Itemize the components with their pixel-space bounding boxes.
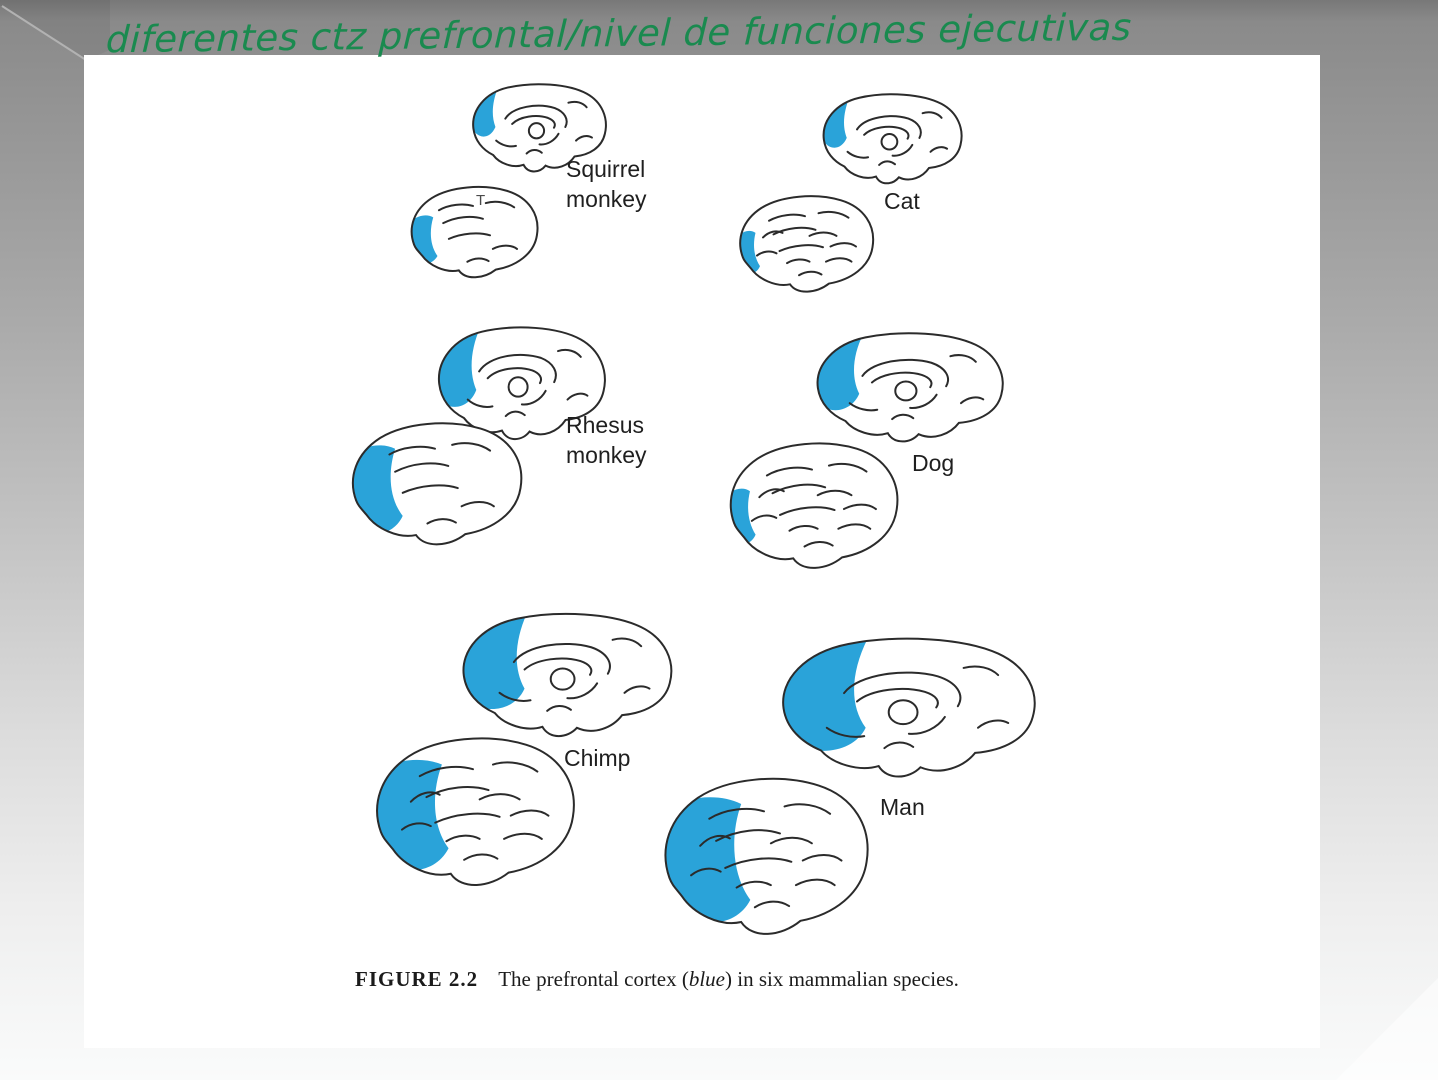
species-label-line: monkey	[566, 186, 647, 212]
species-label-rhesus-monkey: Rhesus monkey	[566, 410, 647, 470]
species-label-cat: Cat	[884, 186, 920, 216]
species-label-dog: Dog	[912, 448, 954, 478]
species-label-line: Squirrel	[566, 156, 646, 182]
brain-dog-medial	[816, 332, 1004, 443]
species-label-squirrel-monkey: Squirrel monkey	[566, 154, 647, 214]
brain-cat-lateral	[739, 195, 874, 293]
species-label-line: Rhesus	[566, 412, 644, 438]
figure-caption-body-prefix: The prefrontal cortex (	[498, 967, 689, 991]
figure-caption: FIGURE 2.2 The prefrontal cortex (blue) i…	[355, 964, 1000, 996]
brain-dog-lateral	[729, 442, 899, 569]
prefrontal-highlight	[730, 488, 756, 545]
handwritten-annotation: diferentes ctz prefrontal/nivel de funci…	[105, 5, 1133, 62]
brain-rhesus-monkey-medial	[437, 326, 606, 441]
brain-chimp-lateral	[375, 737, 576, 887]
species-label-line: Dog	[912, 450, 955, 476]
species-label-line: Man	[880, 794, 925, 820]
brain-man-lateral	[664, 777, 869, 936]
figure-caption-emphasis: blue	[688, 967, 725, 991]
species-label-line: Chimp	[564, 745, 631, 771]
brain-chimp-medial	[462, 612, 673, 738]
corner-fold-topleft-icon	[0, 0, 110, 61]
corner-fold-bottomright-icon	[1336, 978, 1438, 1080]
species-label-chimp: Chimp	[564, 743, 630, 773]
figure-caption-body-suffix: ) in six mammalian species.	[725, 967, 959, 991]
species-label-line: monkey	[566, 442, 647, 468]
figure-caption-label: FIGURE 2.2	[355, 967, 479, 991]
lateral-view-marker: T	[476, 192, 486, 209]
species-label-man: Man	[880, 792, 925, 822]
species-label-line: Cat	[884, 188, 920, 214]
brain-cat-medial	[822, 93, 963, 185]
brain-squirrel-monkey-medial	[472, 83, 607, 173]
brain-rhesus-monkey-lateral	[351, 422, 523, 546]
brain-man-medial	[781, 637, 1037, 778]
brain-squirrel-monkey-lateral	[410, 186, 539, 279]
